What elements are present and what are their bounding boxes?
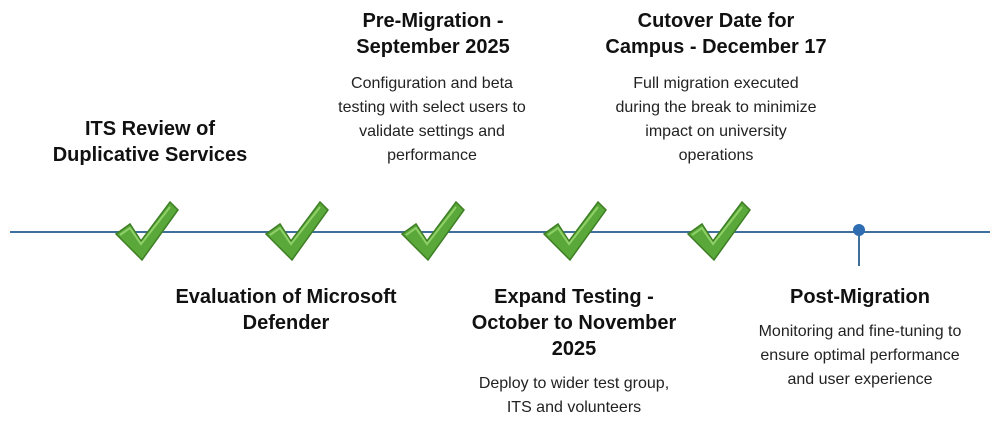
- milestone-desc-post-migration: Monitoring and fine-tuning to ensure opt…: [758, 323, 962, 388]
- checkmark-icon: [542, 200, 607, 262]
- milestone-desc-expand-testing: Deploy to wider test group, ITS and volu…: [478, 375, 670, 416]
- marker-stem: [858, 234, 860, 266]
- milestone-title-expand-testing: Expand Testing - October to November 202…: [471, 286, 677, 360]
- checkmark-icon: [400, 200, 465, 262]
- dot-icon: [853, 224, 865, 236]
- milestone-desc-cutover: Full migration executed during the break…: [615, 75, 817, 164]
- upcoming-milestone-marker: [850, 222, 868, 266]
- checkmark-icon: [114, 200, 179, 262]
- milestone-desc-pre-migration: Configuration and beta testing with sele…: [338, 75, 526, 164]
- checkmark-icon: [686, 200, 751, 262]
- milestone-title-pre-migration: Pre-Migration - September 2025: [356, 10, 510, 58]
- milestone-title-its-review: ITS Review of Duplicative Services: [52, 118, 248, 166]
- milestone-title-evaluation: Evaluation of Microsoft Defender: [175, 286, 397, 334]
- milestone-title-cutover: Cutover Date for Campus - December 17: [605, 10, 827, 58]
- milestone-title-post-migration: Post-Migration: [790, 286, 930, 308]
- checkmark-icon: [264, 200, 329, 262]
- timeline-line: [10, 231, 990, 233]
